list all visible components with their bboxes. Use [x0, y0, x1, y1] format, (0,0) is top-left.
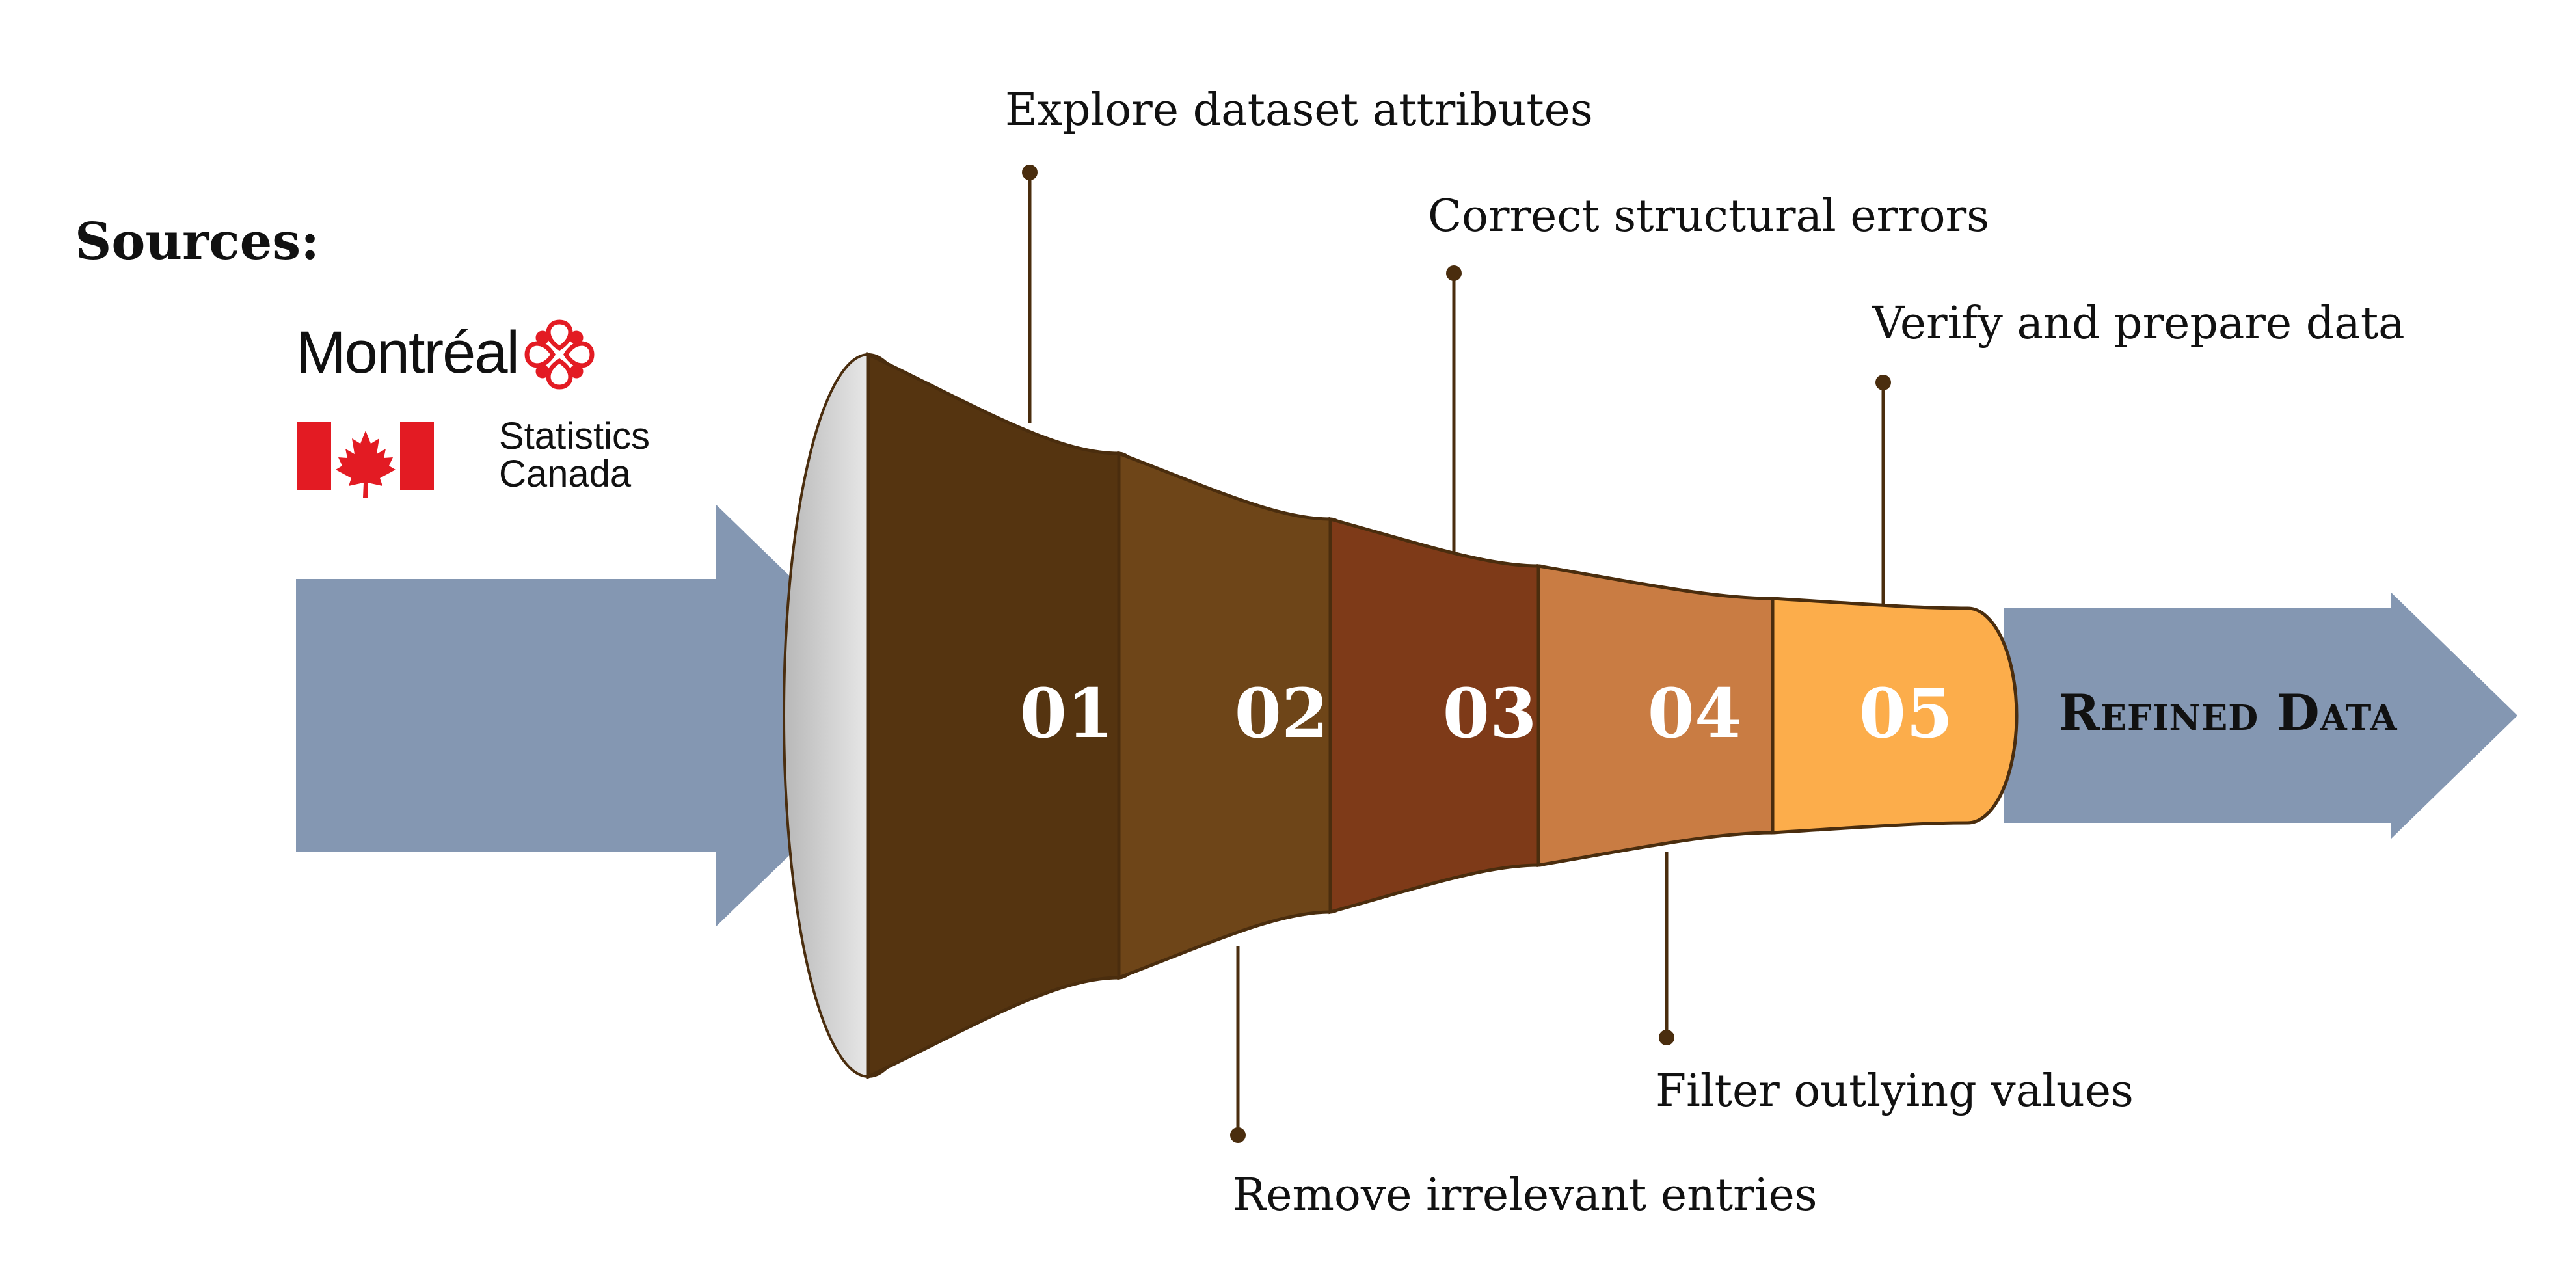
callout-dot-03 [1446, 265, 1462, 281]
funnel [783, 352, 2019, 1079]
output-arrow [2004, 592, 2517, 839]
stage-label-02: Remove irrelevant entries [1233, 1170, 1818, 1221]
input-arrow [296, 504, 933, 927]
callout-dot-01 [1022, 165, 1038, 180]
stage-label-05: Verify and prepare data [1872, 298, 2405, 349]
output-label: Refined Data [2058, 684, 2397, 742]
stage-label-01: Explore dataset attributes [1005, 85, 1593, 136]
sources-heading: Sources: [75, 212, 319, 271]
statistics-canada-logo: Statistics Canada [297, 415, 650, 498]
stage-number-02: 02 [1235, 673, 1329, 753]
stage-number-03: 03 [1443, 673, 1537, 753]
stage-number-05: 05 [1859, 673, 1953, 753]
callout-dot-04 [1659, 1030, 1674, 1045]
stage-label-04: Filter outlying values [1656, 1066, 2134, 1117]
callout-dot-05 [1875, 375, 1891, 390]
stage-number-04: 04 [1648, 673, 1742, 753]
statistics-canada-line-1: Statistics [499, 415, 650, 457]
stage-number-01: 01 [1020, 673, 1114, 753]
statistics-canada-line-2: Canada [499, 453, 632, 495]
montreal-logo: Montréal [296, 319, 595, 390]
callout-dot-02 [1230, 1127, 1246, 1143]
canada-flag-icon [297, 422, 434, 498]
montreal-rosette-icon [524, 319, 595, 390]
funnel-segment-05 [1771, 597, 2019, 835]
stage-label-03: Correct structural errors [1428, 191, 1989, 242]
montreal-logo-text: Montréal [296, 319, 518, 386]
